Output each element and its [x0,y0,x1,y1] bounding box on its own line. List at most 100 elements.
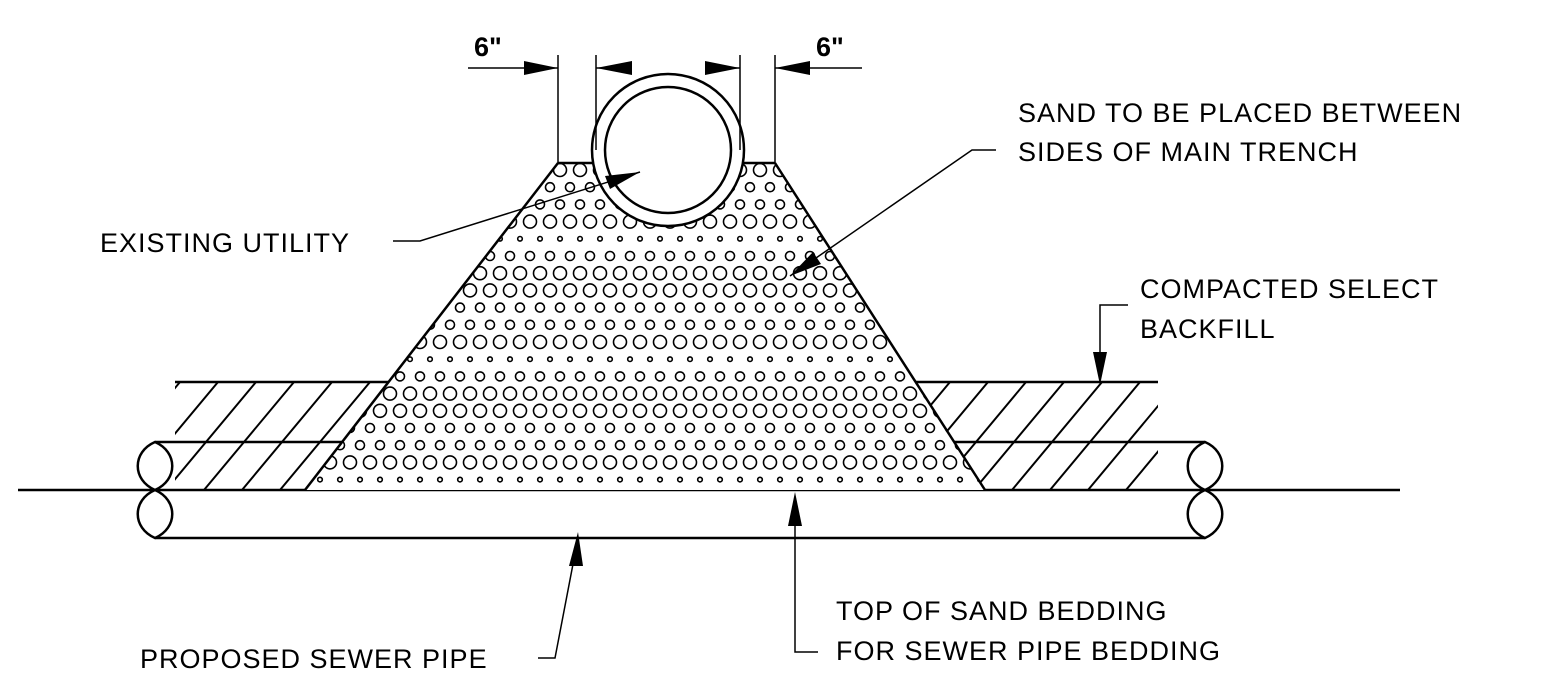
backfill-hatch-line [175,382,181,490]
sand-particle [582,214,598,229]
sand-particle [642,455,658,470]
sand-particle [464,422,476,434]
sand-particle [736,476,744,483]
sand-particle [662,283,678,298]
sand-particle [392,265,408,281]
sand-particle [902,455,918,470]
sand-particle [346,356,354,363]
sand-particle [494,371,506,382]
sand-particle [812,403,828,419]
sand-particle [354,302,366,313]
sand-particle [686,492,695,501]
sand-particle [812,334,828,350]
sand-particle [696,476,704,483]
sand-particle [426,492,435,501]
sand-particle [766,492,775,501]
sand-particle [572,334,588,350]
sand-particle [604,422,616,434]
sand-particle [502,455,518,470]
sand-particle [742,386,758,401]
sand-particle [306,356,314,363]
sand-particle [806,492,815,501]
sand-particle [982,386,985,401]
sand-particle [652,265,668,281]
sand-particle [764,319,776,331]
sand-particle [374,439,386,451]
sand-particle [582,283,598,298]
sand-particle [522,214,538,229]
sand-particle [424,250,436,262]
sand-particle [844,422,856,434]
label-sand-line2: SIDES OF MAIN TRENCH [1018,137,1359,167]
sand-particle [305,422,316,434]
sand-particle [334,199,346,210]
sand-particle [962,214,978,229]
sand-particle [784,422,796,434]
sand-particle [504,319,516,331]
sand-particle [776,476,784,483]
sand-particle [726,356,734,363]
sand-particle [404,422,416,434]
sand-particle [644,422,656,434]
sand-particle [305,199,306,210]
sand-particle [482,386,498,401]
sand-particle [912,334,928,350]
sand-particle [684,250,696,262]
sand-particle [392,403,408,419]
sand-particle [744,250,756,262]
sand-particle [314,302,326,313]
sand-particle [542,455,558,470]
sand-particle [492,163,508,178]
sand-particle [844,181,856,193]
sand-particle [622,283,638,298]
arrow-icon [605,172,640,189]
sand-particle [944,181,956,193]
sand-particle [374,302,386,313]
sand-particle [636,235,644,242]
arrow-icon [790,252,821,276]
sand-particle [902,283,918,298]
sand-particle [546,492,555,501]
sand-particle [664,422,676,434]
sand-particle [305,302,306,313]
sand-particle [926,356,934,363]
sand-particle [626,356,634,363]
sand-particle [522,386,538,401]
sand-particle [494,439,506,451]
sand-particle [466,356,474,363]
sand-particle [646,356,654,363]
sand-particle [512,163,528,178]
sand-particle [846,356,854,363]
sand-particle [594,439,606,451]
sand-particle [704,319,716,331]
sand-particle [582,386,598,401]
sand-particle [914,439,926,451]
sand-particle [612,403,628,419]
sand-particle [734,439,746,451]
sand-particle [936,235,944,242]
sand-particle [694,439,706,451]
sand-particle [384,181,396,193]
sand-particle [562,283,578,298]
sand-particle [634,439,646,451]
sand-particle [562,455,578,470]
sand-particle [784,250,796,262]
backfill-hatch-line [1164,382,1254,490]
sand-particle [826,492,835,501]
sand-particle [474,199,486,210]
sand-particle [784,319,796,331]
sand-particle [432,163,448,178]
sand-particle [362,283,378,298]
sand-particle [824,181,836,193]
sand-particle [452,265,468,281]
sand-particle [636,476,644,483]
sand-particle [884,422,896,434]
sand-particle [666,492,675,501]
sand-particle [744,319,756,331]
backfill-hatch-line [1049,382,1141,490]
sand-particle [484,181,496,193]
sand-particle [722,283,738,298]
sand-particle [752,334,768,350]
sand-particle [494,199,506,210]
